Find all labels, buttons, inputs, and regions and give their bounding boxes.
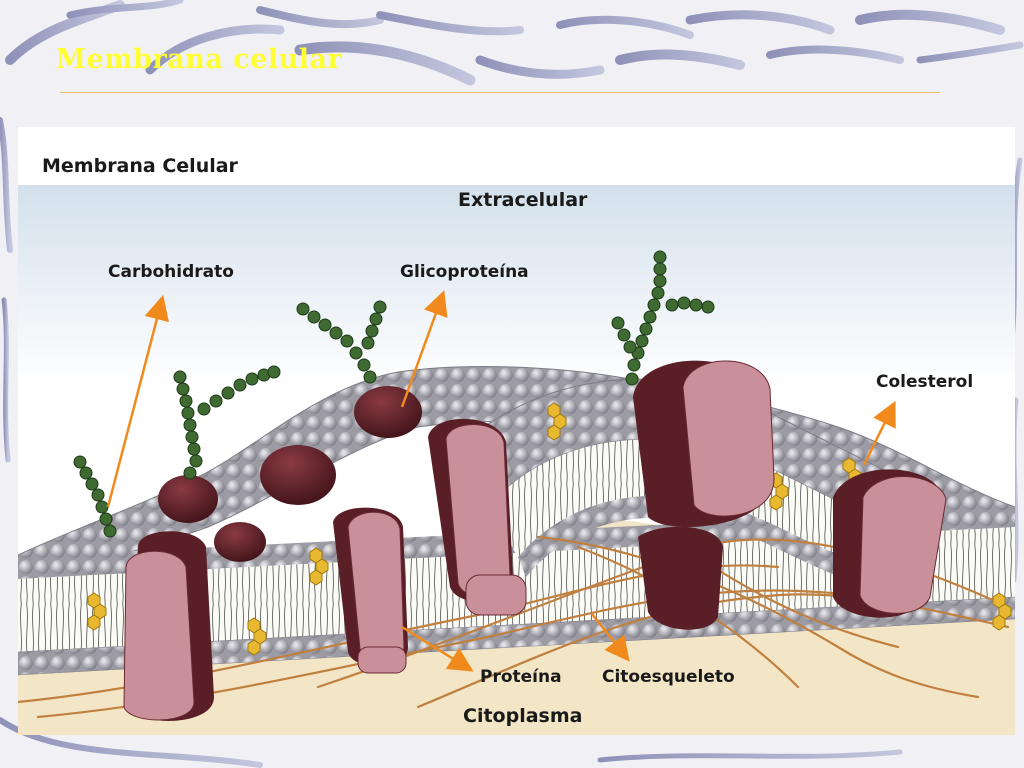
slide-title: Membrana celular (56, 44, 343, 75)
title-divider (60, 92, 940, 93)
label-cytoplasm: Citoplasma (463, 705, 583, 727)
label-protein: Proteína (480, 667, 562, 687)
carbohydrate-chains (73, 250, 715, 538)
membrane-illustration (18, 127, 1015, 735)
figure-header: Membrana Celular (42, 155, 238, 177)
peripheral-proteins (158, 386, 422, 562)
membrane-figure: Membrana Celular Extracelular Carbohidra… (18, 127, 1015, 735)
label-extracellular: Extracelular (458, 189, 588, 211)
label-arrows (106, 290, 896, 672)
transmembrane-proteins (123, 360, 947, 721)
label-cytoskeleton: Citoesqueleto (602, 667, 735, 687)
cholesterol-molecules (87, 402, 1012, 656)
label-glycoprotein: Glicoproteína (400, 262, 529, 282)
label-cholesterol: Colesterol (876, 372, 974, 392)
label-carbohydrate: Carbohidrato (108, 262, 234, 282)
